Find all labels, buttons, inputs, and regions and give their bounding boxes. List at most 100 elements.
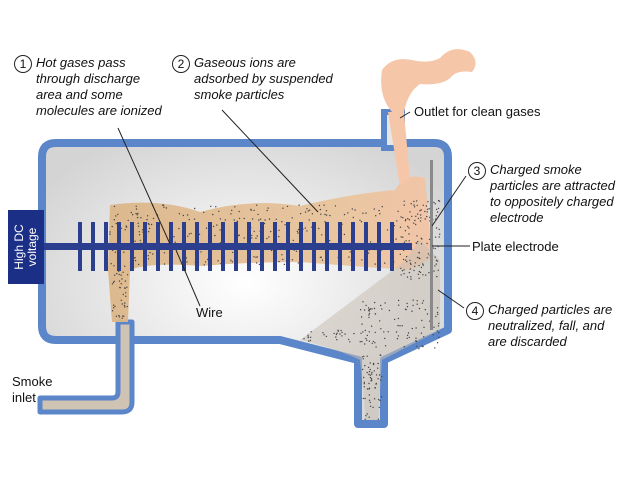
wire-tooth: [169, 222, 173, 271]
particle-dot: [380, 354, 382, 356]
plate-electrode: [430, 160, 433, 330]
particle-dot: [362, 212, 364, 214]
particle-dot: [124, 229, 126, 231]
particle-dot: [380, 328, 382, 330]
particle-dot: [162, 204, 165, 206]
particle-dot: [203, 264, 205, 266]
particle-dot: [311, 213, 314, 215]
particle-dot: [408, 233, 410, 235]
particle-dot: [403, 346, 405, 348]
particle-dot: [425, 274, 427, 276]
particle-dot: [361, 340, 363, 343]
particle-dot: [368, 331, 370, 333]
callout-1-number: 1: [14, 55, 32, 73]
particle-dot: [438, 228, 440, 231]
particle-dot: [173, 236, 175, 238]
particle-dot: [309, 336, 312, 338]
particle-dot: [368, 382, 370, 385]
particle-dot: [398, 304, 400, 306]
callout-4-number: 4: [466, 302, 484, 320]
particle-dot: [308, 340, 310, 342]
particle-dot: [434, 265, 436, 267]
particle-dot: [149, 251, 151, 254]
particle-dot: [373, 307, 376, 310]
particle-dot: [419, 220, 422, 222]
particle-dot: [268, 218, 271, 220]
particle-dot: [384, 262, 386, 264]
wire-tooth: [182, 222, 186, 271]
clean-gas-column: [388, 112, 410, 186]
particle-dot: [306, 230, 308, 232]
particle-dot: [125, 225, 128, 227]
particle-dot: [422, 263, 424, 265]
particle-dot: [251, 234, 253, 237]
particle-dot: [433, 201, 435, 204]
particle-dot: [375, 382, 377, 385]
particle-dot: [397, 210, 399, 212]
particle-dot: [387, 331, 389, 333]
particle-dot: [124, 302, 126, 304]
particle-dot: [369, 368, 371, 371]
particle-dot: [307, 210, 309, 212]
particle-dot: [368, 416, 370, 418]
particle-dot: [364, 343, 366, 345]
particle-dot: [278, 260, 280, 263]
particle-dot: [286, 205, 289, 208]
particle-dot: [369, 362, 371, 364]
particle-dot: [360, 221, 363, 223]
particle-dot: [439, 233, 441, 235]
particle-dot: [397, 317, 400, 320]
leader-wire: [175, 249, 201, 307]
particle-dot: [411, 310, 413, 312]
particle-dot: [122, 271, 124, 273]
particle-dot: [371, 342, 373, 344]
particle-dot: [113, 280, 115, 282]
particle-dot: [368, 399, 371, 401]
particle-dot: [115, 222, 117, 225]
particle-dot: [399, 325, 401, 327]
particle-dot: [408, 240, 410, 242]
particle-dot: [375, 215, 377, 217]
particle-dot: [231, 261, 233, 263]
particle-dot: [369, 401, 371, 403]
particle-dot: [309, 339, 312, 342]
particle-dot: [362, 358, 364, 360]
particle-dot: [323, 204, 325, 206]
particle-dot: [231, 209, 233, 212]
particle-dot: [368, 371, 371, 373]
particle-dot: [256, 256, 258, 258]
leader-callout-2: [221, 109, 319, 213]
particle-dot: [127, 219, 129, 222]
clean-gas-plume: [381, 49, 476, 112]
particle-dot: [329, 214, 331, 217]
particle-dot: [373, 208, 375, 210]
particle-dot: [212, 213, 214, 216]
particle-dot: [424, 210, 426, 213]
particle-dot: [405, 255, 408, 258]
particle-dot: [146, 215, 149, 217]
particle-dot: [421, 319, 423, 322]
wire-tooth: [156, 222, 160, 271]
particle-dot: [369, 376, 372, 379]
particle-dot: [422, 300, 425, 302]
particle-dot: [406, 260, 408, 263]
particle-dot: [163, 252, 166, 254]
particle-dot: [415, 215, 417, 217]
particle-dot: [413, 222, 415, 224]
particle-dot: [119, 286, 121, 289]
particle-dot: [378, 209, 380, 212]
particle-dot: [121, 303, 124, 305]
particle-dot: [203, 211, 205, 214]
particle-dot: [124, 265, 126, 267]
particle-dot: [417, 240, 419, 243]
callout-2-line-2: adsorbed by suspended: [194, 71, 333, 86]
particle-dot: [410, 278, 412, 280]
particle-dot: [264, 219, 266, 221]
particle-dot: [406, 276, 409, 278]
particle-dot: [347, 212, 349, 214]
particle-dot: [137, 212, 139, 215]
particle-dot: [354, 209, 356, 211]
particle-dot: [418, 307, 421, 310]
particle-dot: [404, 220, 407, 222]
particle-dot: [436, 311, 439, 314]
